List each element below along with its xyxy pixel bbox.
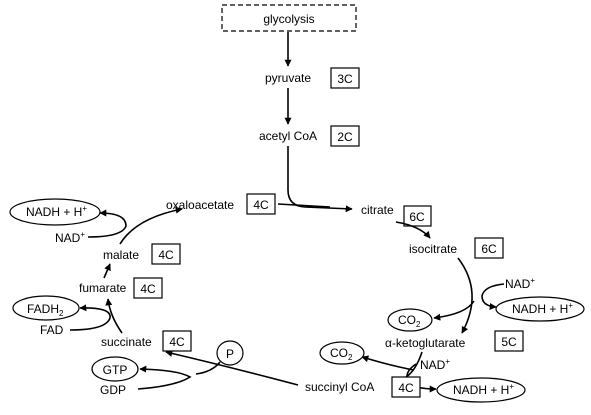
citrate-carbon-box [403,205,432,227]
isocitrate-label: isocitrate [409,242,457,256]
fumarate-carbon-label: 4C [140,282,156,296]
fumarate-label: fumarate [79,281,127,295]
gtp-label: GTP [103,363,128,377]
arrow-isocitrate-to-alpha-ketoglutarate [457,257,473,334]
oxaloacetate-carbon-label: 4C [253,198,269,212]
arrow-succinyl-coa-to-succinate [165,350,299,386]
co2-ellipse-isocitrate [387,308,433,332]
succinate-carbon-label: 4C [169,335,185,349]
nadh-ellipse-malate [9,198,101,226]
malate-label: malate [103,248,139,262]
alpha-ketoglutarate-label: α-ketoglutarate [385,336,466,350]
isocitrate-carbon-label: 6C [481,242,497,256]
arrow-co2-release-alpha-ketoglutarate [361,355,415,371]
citrate-carbon-label: 6C [409,210,425,224]
arrow-fumarate-to-malate [103,263,111,279]
fadh2-label: FADH2 [27,302,64,318]
glycolysis-box [221,4,357,32]
arrow-oxaloacetate-to-citrate [277,203,331,208]
malate-carbon-label: 4C [158,248,174,262]
oxaloacetate-carbon-box [246,193,276,215]
isocitrate-carbon-box [474,237,504,259]
arrow-succinate-to-fumarate [105,298,123,334]
alpha-ketoglutarate-carbon-label: 5C [501,335,517,349]
acetyl-coa-carbon-label: 2C [337,130,353,144]
arrow-malate-to-oxaloacetate [119,206,183,245]
nad-plus-label-alpha-ketoglutarate: NAD+ [420,357,450,372]
co2-ellipse-alpha-ketoglutarate [319,341,365,365]
co2-label-alpha-ketoglutarate: CO2 [330,346,353,362]
phosphate-label: P [226,347,234,361]
arrow-nad-to-nadh-isocitrate [481,283,505,311]
fad-label: FAD [40,323,64,337]
acetyl-coa-carbon-box [330,125,360,147]
pyruvate-carbon-box [330,67,360,89]
gtp-ellipse [91,356,139,382]
co2-label-isocitrate: CO2 [398,313,421,329]
malate-carbon-box [151,243,181,265]
arrow-gdp-to-gtp [137,365,192,390]
oxaloacetate-label: oxaloacetate [166,198,234,212]
fadh2-ellipse [12,295,80,321]
succinyl-coa-carbon-label: 4C [398,381,414,395]
succinyl-coa-carbon-box [391,376,421,398]
arrow-fad-to-fadh2 [69,304,111,331]
nad-plus-label-malate: NAD+ [55,230,85,245]
nadh-label-malate: NADH + H+ [26,204,87,219]
pyruvate-carbon-label: 3C [337,72,353,86]
nadh-ellipse-alpha-ketoglutarate [436,377,526,403]
phosphate-ellipse [216,340,244,366]
arrow-phosphate-joins [195,361,221,375]
nadh-ellipse-isocitrate [495,296,585,322]
pyruvate-label: pyruvate [265,71,311,85]
arrow-citrate-to-isocitrate [395,221,431,239]
succinate-label: succinate [101,335,152,349]
arrow-co2-release-isocitrate [433,300,475,321]
nadh-label-isocitrate: NADH + H+ [512,301,573,316]
arrow-nad-to-nadh-malate [87,209,127,238]
gdp-label: GDP [100,383,126,397]
arrow-acetyl-coa-to-citrate [287,146,353,213]
nad-plus-label-isocitrate: NAD+ [505,276,535,291]
glycolysis-label: glycolysis [263,12,314,26]
citrate-label: citrate [361,203,394,217]
alpha-ketoglutarate-carbon-box [494,330,524,352]
fumarate-carbon-box [133,277,163,299]
acetyl-coa-label: acetyl CoA [259,129,317,143]
nadh-label-alpha-ketoglutarate: NADH + H+ [453,382,514,397]
succinyl-coa-label: succinyl CoA [305,380,374,394]
succinate-carbon-box [162,330,192,352]
